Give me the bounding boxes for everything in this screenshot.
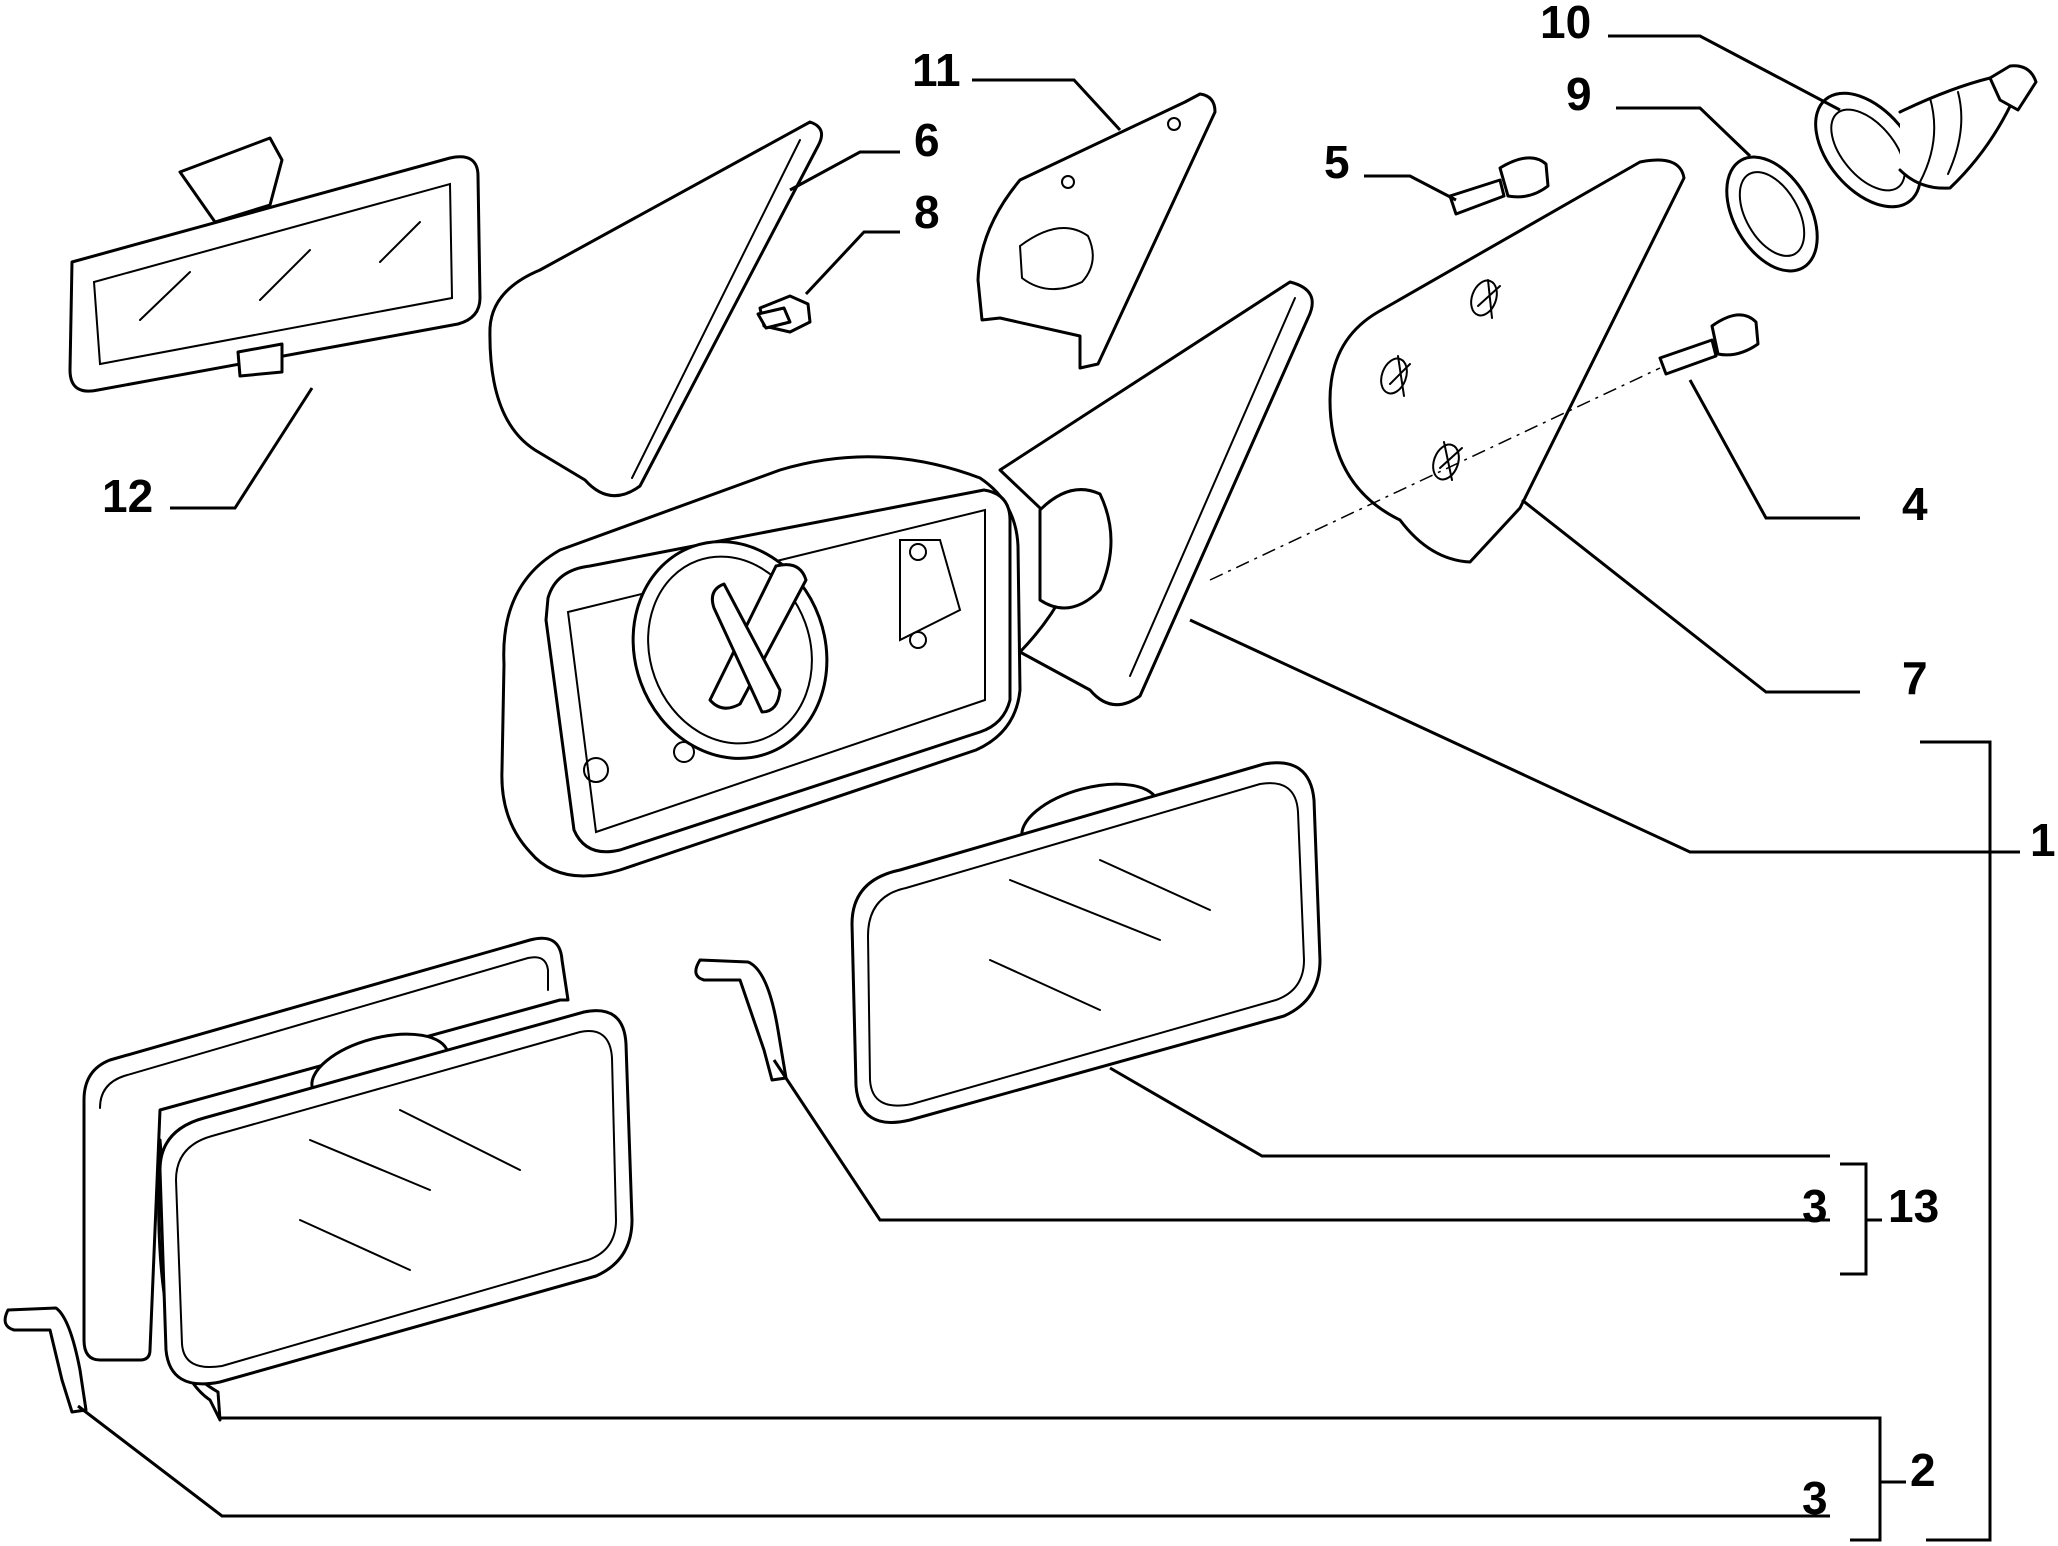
- retaining-clip-top: [694, 958, 788, 1082]
- callout-labels: 12 6 8 11 5 9 10 4 7 1 3 13 2 3: [102, 0, 2056, 1524]
- retaining-clip-bottom: [3, 1306, 88, 1414]
- screw-5: [1448, 156, 1550, 216]
- callout-6: 6: [914, 114, 940, 166]
- callout-4: 4: [1902, 478, 1928, 530]
- retaining-ring: [1725, 155, 1819, 273]
- callout-10: 10: [1540, 0, 1591, 48]
- assembly-axis-line: [1209, 367, 1661, 581]
- mirror-glass-lower-frame: [82, 936, 634, 1422]
- callout-11: 11: [912, 44, 961, 96]
- exterior-mirror-body: [500, 280, 1314, 878]
- screw-4: [1658, 313, 1760, 376]
- interior-rearview-mirror: [68, 136, 482, 393]
- callout-12: 12: [102, 470, 153, 522]
- callout-5: 5: [1324, 136, 1350, 188]
- callout-9: 9: [1566, 68, 1592, 120]
- callout-13: 13: [1888, 1180, 1939, 1232]
- screw-8: [756, 294, 812, 334]
- leader-lines: [77, 34, 2020, 1542]
- callout-3-top: 3: [1802, 1180, 1828, 1232]
- callout-8: 8: [914, 186, 940, 238]
- triangular-cover: [488, 120, 824, 498]
- callout-1: 1: [2030, 814, 2056, 866]
- callout-2: 2: [1910, 1444, 1936, 1496]
- callout-7: 7: [1902, 652, 1928, 704]
- triangular-gasket: [1328, 158, 1686, 564]
- mirror-glass-upper: [850, 761, 1322, 1124]
- rubber-grommet: [1814, 64, 2038, 209]
- mounting-bracket: [976, 92, 1217, 370]
- callout-3-bottom: 3: [1802, 1472, 1828, 1524]
